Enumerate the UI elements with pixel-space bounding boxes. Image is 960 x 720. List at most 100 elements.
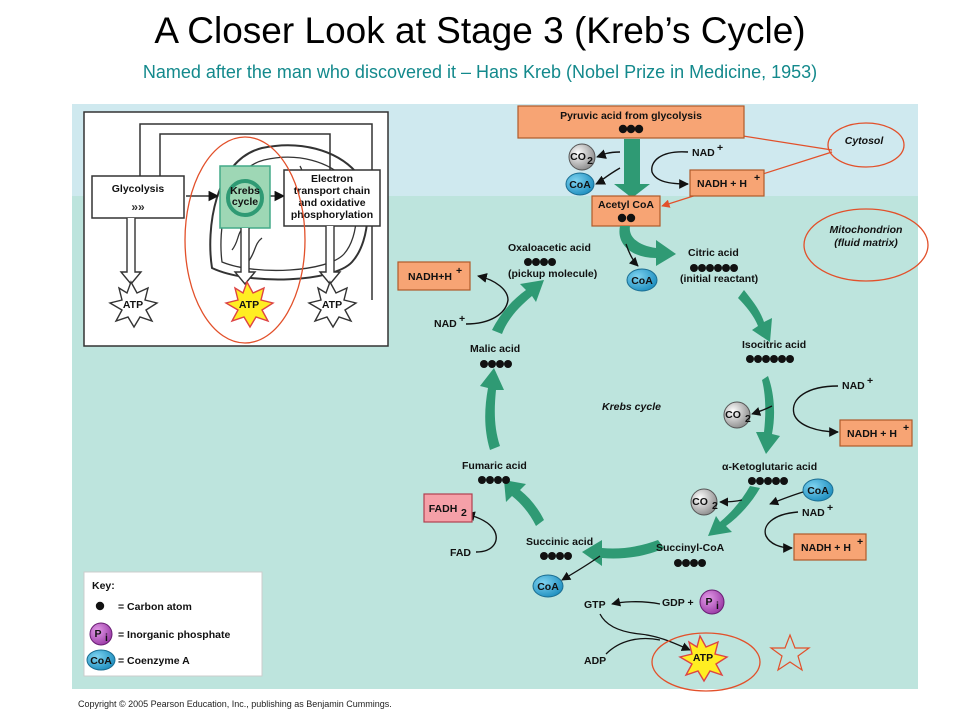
key-heading: Key: <box>92 580 115 592</box>
nadh-label: NADH+H <box>408 271 452 283</box>
adp-label: ADP <box>584 655 606 667</box>
atp-label-1: ATP <box>123 299 143 311</box>
co2-label: CO <box>725 409 741 421</box>
nadh-box <box>689 169 765 197</box>
nad-label: NAD <box>802 507 825 519</box>
atp-label-2: ATP <box>239 299 259 311</box>
key-legend: Key: = Carbon atom P i = Inorganic phosp… <box>83 571 263 677</box>
plus-sup: + <box>903 422 909 434</box>
nadh-label: NADH + H <box>847 428 897 440</box>
atp-burst-icon <box>224 280 275 329</box>
etc-label-3: and oxidative <box>298 197 365 209</box>
atp-label-3: ATP <box>322 299 342 311</box>
krebs-cycle-label: Krebs cycle <box>602 401 661 413</box>
coa-icon <box>802 478 834 502</box>
nadh-label: NADH + H <box>801 542 851 554</box>
plus-sup: + <box>867 375 873 387</box>
pi-sub: i <box>105 632 108 644</box>
coa-icon <box>565 172 595 196</box>
krebs-mini-label-1: Krebs <box>230 185 260 197</box>
star-icon <box>769 633 811 672</box>
nadh-box <box>839 419 913 447</box>
isocitric-acid-label: Isocitric acid <box>742 339 806 351</box>
coa-icon <box>86 649 116 671</box>
mito-label-1: Mitochondrion <box>830 224 903 236</box>
citric-acid-label: Citric acid <box>688 247 739 259</box>
pathway-arrow <box>614 139 650 198</box>
ketoglutaric-acid-label: α-Ketoglutaric acid <box>722 461 817 473</box>
oxaloacetic-note: (pickup molecule) <box>508 268 597 280</box>
nad-label: NAD <box>434 318 457 330</box>
atp-label: ATP <box>693 652 713 664</box>
nad-label: NAD <box>692 147 715 159</box>
annotation-ellipse <box>803 208 929 282</box>
slide-title: A Closer Look at Stage 3 (Kreb’s Cycle) <box>154 10 806 51</box>
gdp-label: GDP + <box>662 597 694 609</box>
plus-sup: + <box>456 265 462 277</box>
nad-label: NAD <box>842 380 865 392</box>
fadh2-box <box>423 493 473 523</box>
key-coenzyme-label: = Coenzyme A <box>118 655 190 667</box>
coa-label: CoA <box>90 655 112 667</box>
coa-label: CoA <box>569 179 591 191</box>
glycolysis-box <box>91 175 185 219</box>
key-carbon-label: = Carbon atom <box>118 601 192 613</box>
fadh-label: FADH <box>429 503 458 515</box>
coa-label: CoA <box>807 485 829 497</box>
atp-burst-icon <box>678 634 729 683</box>
pi-label: P <box>705 596 712 608</box>
succinyl-coa-label: Succinyl-CoA <box>656 542 725 554</box>
annotation-ellipse <box>184 136 306 344</box>
succinic-acid-label: Succinic acid <box>526 536 593 548</box>
plus-sup: + <box>459 313 465 325</box>
coa-label: CoA <box>537 581 559 593</box>
annotation-ellipse <box>651 632 761 692</box>
fadh-sub: 2 <box>461 507 467 519</box>
coa-icon <box>626 268 658 292</box>
atp-burst-icon <box>307 280 358 329</box>
cycle-arrows <box>480 226 780 566</box>
pi-label: P <box>94 628 101 640</box>
cytosol-label: Cytosol <box>845 135 885 147</box>
nadh-box <box>793 533 867 561</box>
pyruvic-acid-label: Pyruvic acid from glycolysis <box>560 110 702 122</box>
phosphate-icon <box>89 622 113 646</box>
nadh-box <box>397 261 471 291</box>
co2-sub: 2 <box>745 413 751 425</box>
krebs-mini-label-2: cycle <box>232 196 258 208</box>
coa-label: CoA <box>631 275 653 287</box>
fumaric-acid-label: Fumaric acid <box>462 460 527 472</box>
key-phosphate-label: = Inorganic phosphate <box>118 629 230 641</box>
co2-icon <box>690 488 718 516</box>
mito-label-2: (fluid matrix) <box>834 237 898 249</box>
fad-label: FAD <box>450 547 471 559</box>
phosphate-icon <box>699 589 725 615</box>
nadh-label: NADH + H <box>697 178 747 190</box>
oxaloacetic-acid-label: Oxaloacetic acid <box>508 242 591 254</box>
svg-text:»»: »» <box>131 200 145 214</box>
co2-icon <box>568 143 596 171</box>
coa-icon <box>532 574 564 598</box>
copyright: Copyright © 2005 Pearson Education, Inc.… <box>78 699 392 709</box>
plus-sup: + <box>717 142 723 154</box>
gtp-label: GTP <box>584 599 606 611</box>
etc-label-4: phosphorylation <box>291 209 373 221</box>
slide-subtitle: Named after the man who discovered it – … <box>142 62 818 82</box>
co2-label: CO <box>692 496 708 508</box>
plus-sup: + <box>857 536 863 548</box>
acetyl-coa-label: Acetyl CoA <box>598 199 654 211</box>
citric-note: (initial reactant) <box>680 273 758 285</box>
atp-burst-icon <box>108 280 159 329</box>
overview-inset: Glycolysis »» Krebs cycle Electron trans… <box>83 111 389 347</box>
pi-sub: i <box>716 600 719 612</box>
malic-acid-label: Malic acid <box>470 343 520 355</box>
plus-sup: + <box>754 172 760 184</box>
etc-label-2: transport chain <box>294 185 370 197</box>
co2-label: CO <box>570 151 586 163</box>
plus-sup: + <box>827 502 833 514</box>
glycolysis-label: Glycolysis <box>112 183 165 195</box>
co2-sub: 2 <box>587 155 593 167</box>
etc-label-1: Electron <box>311 173 353 185</box>
carbon-atom-icon <box>95 601 105 611</box>
